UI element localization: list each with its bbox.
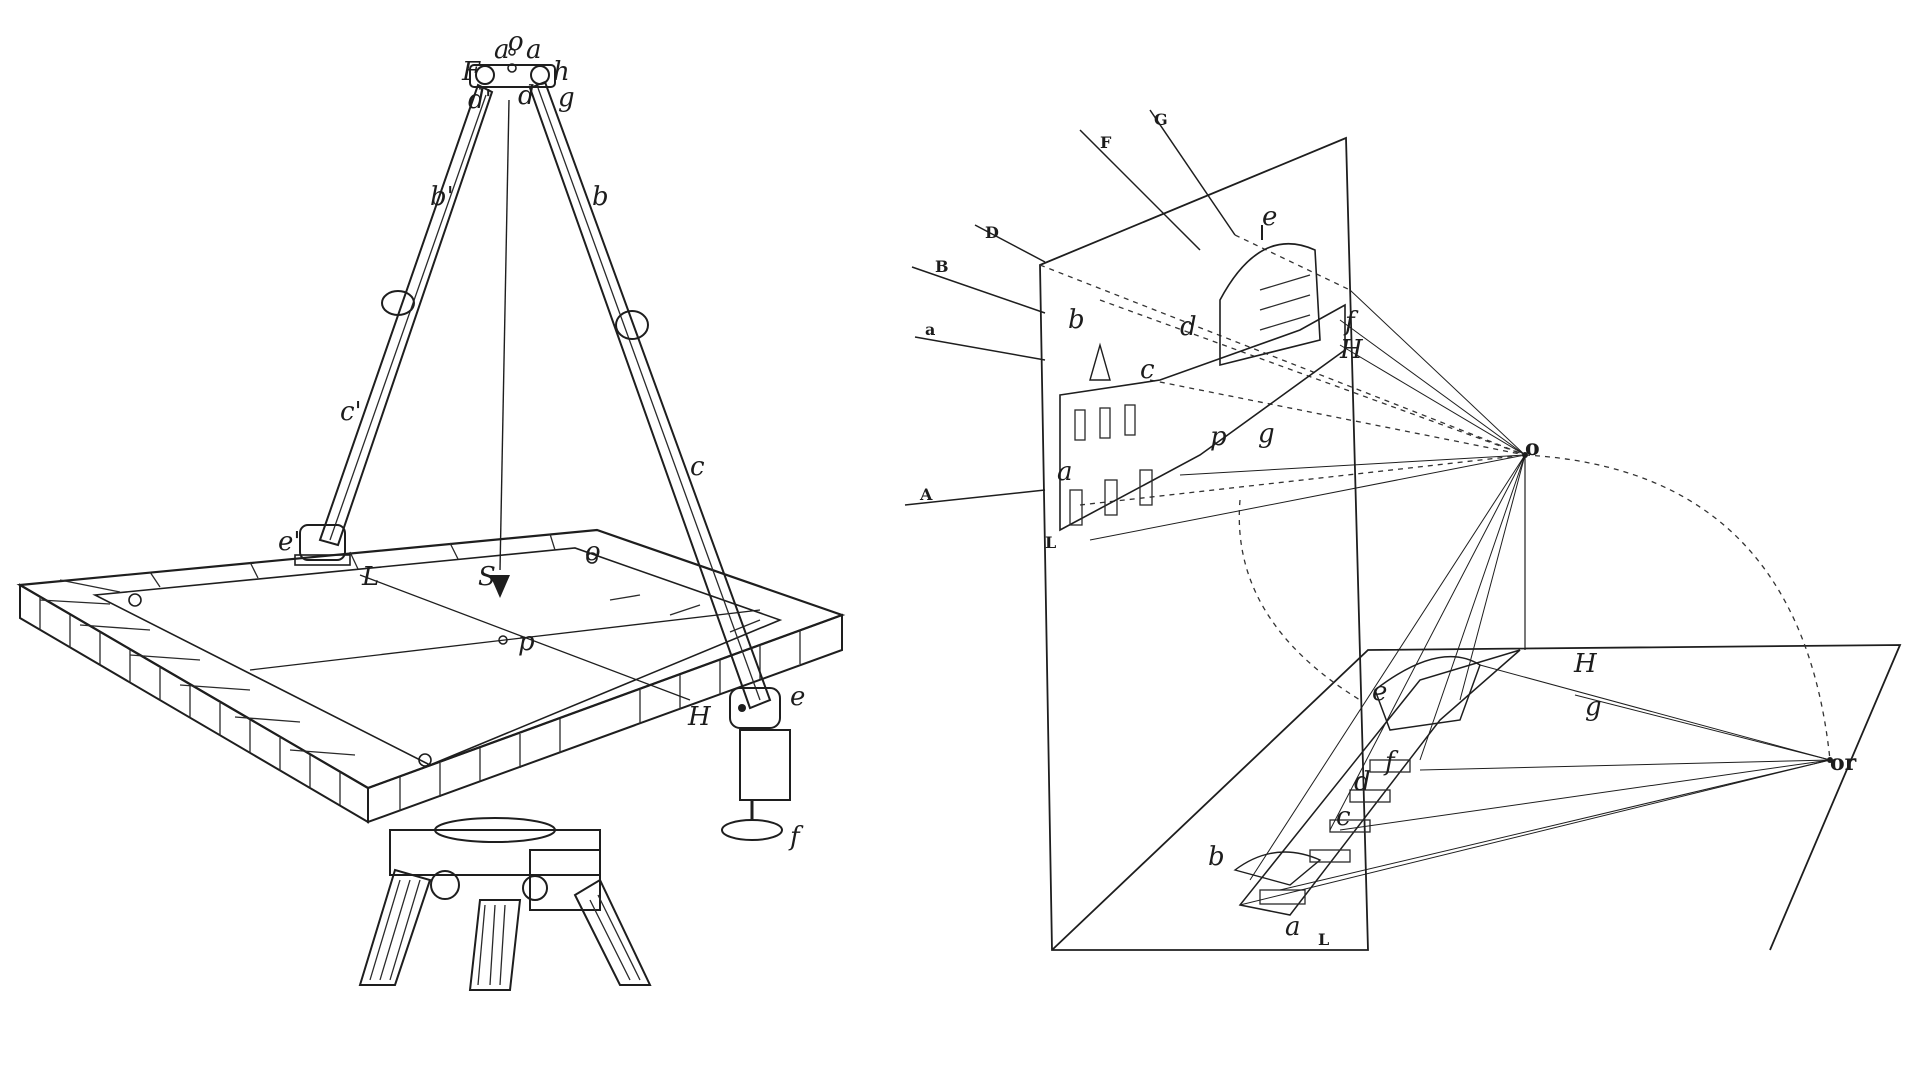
label-F: F [461,57,481,87]
rotation-arc [1524,454,1831,761]
label-o-board: o [585,537,601,567]
label-d: d [1180,312,1197,342]
label-D: D [985,223,999,242]
label-o: o [1525,435,1540,461]
label-a-top2: a [526,35,542,65]
label-L: L [1045,533,1056,552]
incoming-rays [904,109,1236,506]
board-edge-hatching [39,597,801,811]
plumb-line [499,99,510,571]
label-G: G [1154,110,1168,129]
paper-vertical-line [359,574,691,701]
label-H: H [1339,335,1364,365]
rays-from-or [1239,664,1831,906]
board-pin-hole [586,552,598,564]
building-image-ground [1233,649,1521,916]
rays-o-to-ground [1249,454,1526,881]
board-front-edge [19,583,369,824]
label-e: e [1262,202,1277,232]
label-g: g [558,83,575,113]
label-c: c [690,452,705,482]
board-pin-hole [418,753,432,767]
tripod-stand [358,817,652,991]
label-e-floor: e [1372,677,1387,707]
plumb-bob [490,575,510,598]
label-e: e [790,682,805,712]
label-p: p [518,627,535,657]
label-h: h [553,57,570,87]
label-g-floor: g [1585,692,1602,722]
label-e-prime: e' [278,527,301,557]
ground-plane [1051,644,1902,951]
board-pin-hole [128,593,142,607]
dashed-rays [1039,234,1526,506]
label-a-floor: a [1285,912,1301,942]
label-L: L [361,562,379,592]
label-a: a [1057,457,1073,487]
paper-center-point [498,635,508,645]
label-g: g [1258,419,1275,449]
label-F-ray: F [1100,133,1112,152]
right-figure-perspective-projection: G F D B a A e b c d f H p g a L o or H e… [904,109,1902,951]
building-image-vertical [1059,225,1346,532]
label-H: H [687,702,712,732]
rotation-arc-2 [1238,499,1361,701]
board-clamp [721,729,791,841]
paper-horizontal-line [249,609,761,671]
label-a-top: a [494,35,510,65]
label-c: c [1140,355,1155,385]
board-frame-ruling [39,533,761,756]
board-side-edge [367,613,843,824]
label-B: B [935,257,949,276]
label-b: b [1068,305,1085,335]
label-or: or [1830,750,1857,776]
label-b-prime: b' [430,182,454,212]
board-paper-area [92,547,783,766]
label-c-floor: c [1336,802,1351,832]
label-b: b [592,182,609,212]
eye-point-o [1522,452,1528,458]
label-p: p [1210,422,1227,452]
label-S: S [478,562,496,592]
eye-point-or [1827,757,1833,763]
picture-plane [1039,136,1369,951]
label-L-floor: L [1318,930,1329,949]
rays-to-eye [1089,289,1526,541]
label-f: f [788,822,804,852]
label-c-prime: c' [340,397,362,427]
sighting-head [469,48,556,88]
label-o-top: o [508,27,524,57]
leg-right [528,80,781,729]
label-d-prime: d' [468,85,492,115]
label-A: A [919,485,933,504]
label-d: d [518,81,535,111]
label-b-floor: b [1208,842,1225,872]
label-d-floor: d [1354,767,1371,797]
left-figure-drawing-apparatus: a o a F h d' d g b' b c' c e' e S L o p … [16,27,846,991]
label-H-floor: H [1573,649,1598,679]
label-a-ray: a [925,320,935,339]
leg-left [294,83,494,566]
